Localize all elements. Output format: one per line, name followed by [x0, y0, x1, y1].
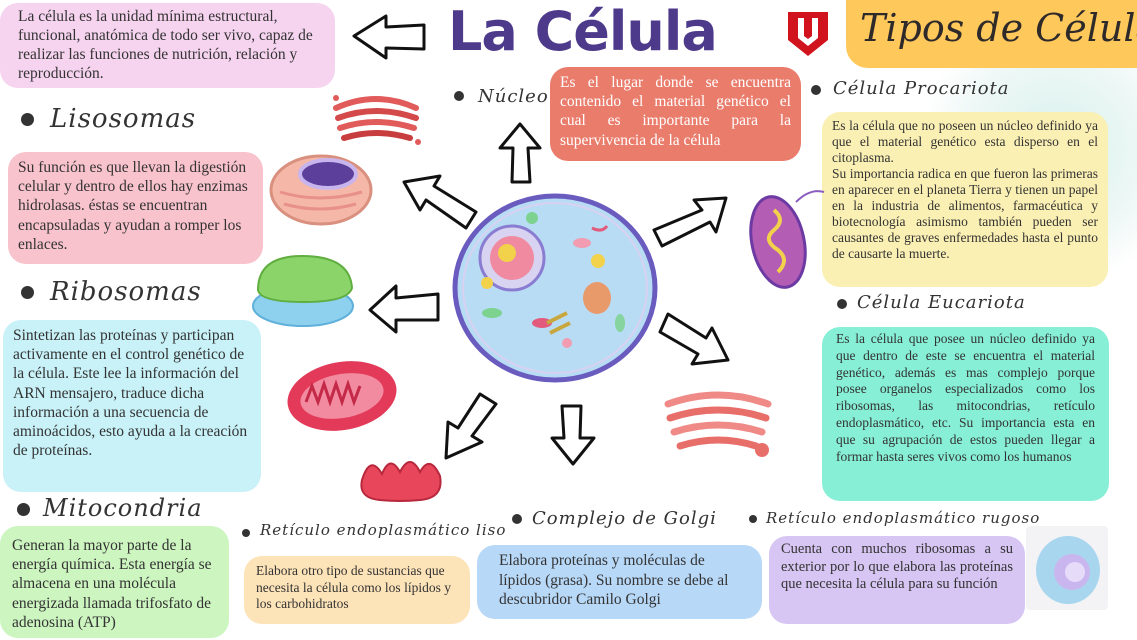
nucleo-heading: Núcleo — [478, 86, 549, 107]
page-title: La Célula — [448, 0, 718, 63]
nucleo-box: Es el lugar donde se encuentra contenido… — [550, 67, 801, 161]
lisosomas-heading: Lisosomas — [50, 104, 197, 134]
prokaryote-illustration — [749, 190, 825, 289]
mitocondria-text: Generan la mayor parte de la energía quí… — [12, 537, 212, 631]
ribosomas-heading: Ribosomas — [50, 277, 202, 307]
types-title: Tipos de Células — [860, 6, 1137, 50]
arrow-up-icon — [498, 122, 542, 184]
ret-rugoso-heading: Retículo endoplasmático rugoso — [766, 509, 1041, 527]
bullet-dot — [811, 85, 821, 95]
bullet-dot — [17, 503, 30, 516]
bullet-dot — [749, 515, 757, 523]
golgi-illustration — [333, 95, 421, 145]
procariota-heading: Célula Procariota — [833, 78, 1010, 99]
rough-er-illustration — [664, 391, 772, 457]
smooth-er-illustration — [360, 461, 442, 502]
cell-illustration — [452, 193, 658, 383]
ribosome-illustration — [252, 254, 354, 327]
arrow-up-right-icon — [652, 196, 728, 248]
eucariota-box: Es la célula que posee un núcleo definid… — [822, 327, 1109, 501]
ret-rugoso-box: Cuenta con muchos ribosomas a su exterio… — [769, 536, 1025, 624]
ret-rugoso-text: Cuenta con muchos ribosomas a su exterio… — [781, 541, 1013, 592]
golgi-text: Elabora proteínas y moléculas de lípidos… — [499, 552, 729, 608]
golgi-heading: Complejo de Golgi — [532, 508, 717, 529]
nucleo-text: Es el lugar donde se encuentra contenido… — [560, 74, 791, 149]
arrow-down-icon — [550, 404, 596, 466]
eucariota-heading: Célula Eucariota — [857, 292, 1026, 313]
arrow-up-left-icon — [402, 174, 478, 230]
ret-liso-box: Elabora otro tipo de sustancias que nece… — [244, 556, 470, 624]
types-title-banner — [846, 0, 1137, 68]
ret-liso-heading: Retículo endoplasmático liso — [260, 521, 507, 539]
eukaryote-photo — [1026, 526, 1108, 610]
bullet-dot — [512, 514, 522, 524]
intro-text: La célula es la unidad mínima estructura… — [18, 8, 313, 82]
arrow-left-icon — [368, 284, 440, 334]
mitochondria-illustration — [287, 361, 397, 431]
bullet-dot — [21, 113, 34, 126]
ribosomas-box: Sintetizan las proteínas y participan ac… — [3, 320, 261, 492]
arrow-down-right-icon — [658, 312, 730, 366]
ret-liso-text: Elabora otro tipo de sustancias que nece… — [256, 563, 451, 611]
intro-box: La célula es la unidad mínima estructura… — [0, 3, 335, 88]
lisosomas-box: Su función es que llevan la digestión ce… — [8, 152, 263, 264]
mitocondria-box: Generan la mayor parte de la energía quí… — [0, 526, 229, 638]
procariota-text-1: Es la célula que no poseen un núcleo def… — [832, 118, 1098, 165]
bullet-dot — [837, 299, 847, 309]
procariota-text-2: Su importancia radica en que fueron las … — [832, 166, 1098, 261]
arrow-down-left-icon — [444, 392, 498, 460]
bullet-dot — [454, 91, 464, 101]
golgi-box: Elabora proteínas y moléculas de lípidos… — [477, 545, 762, 619]
bullet-dot — [21, 286, 34, 299]
eucariota-text: Es la célula que posee un núcleo definid… — [836, 331, 1095, 464]
arrow-left-icon — [352, 14, 426, 60]
mitocondria-heading: Mitocondria — [43, 494, 203, 522]
procariota-box: Es la célula que no poseen un núcleo def… — [822, 112, 1108, 287]
lysosome-illustration — [269, 154, 373, 226]
bullet-dot — [242, 529, 250, 537]
lisosomas-text: Su función es que llevan la digestión ce… — [18, 159, 248, 253]
ribosomas-text: Sintetizan las proteínas y participan ac… — [13, 327, 248, 460]
university-logo — [788, 12, 828, 56]
